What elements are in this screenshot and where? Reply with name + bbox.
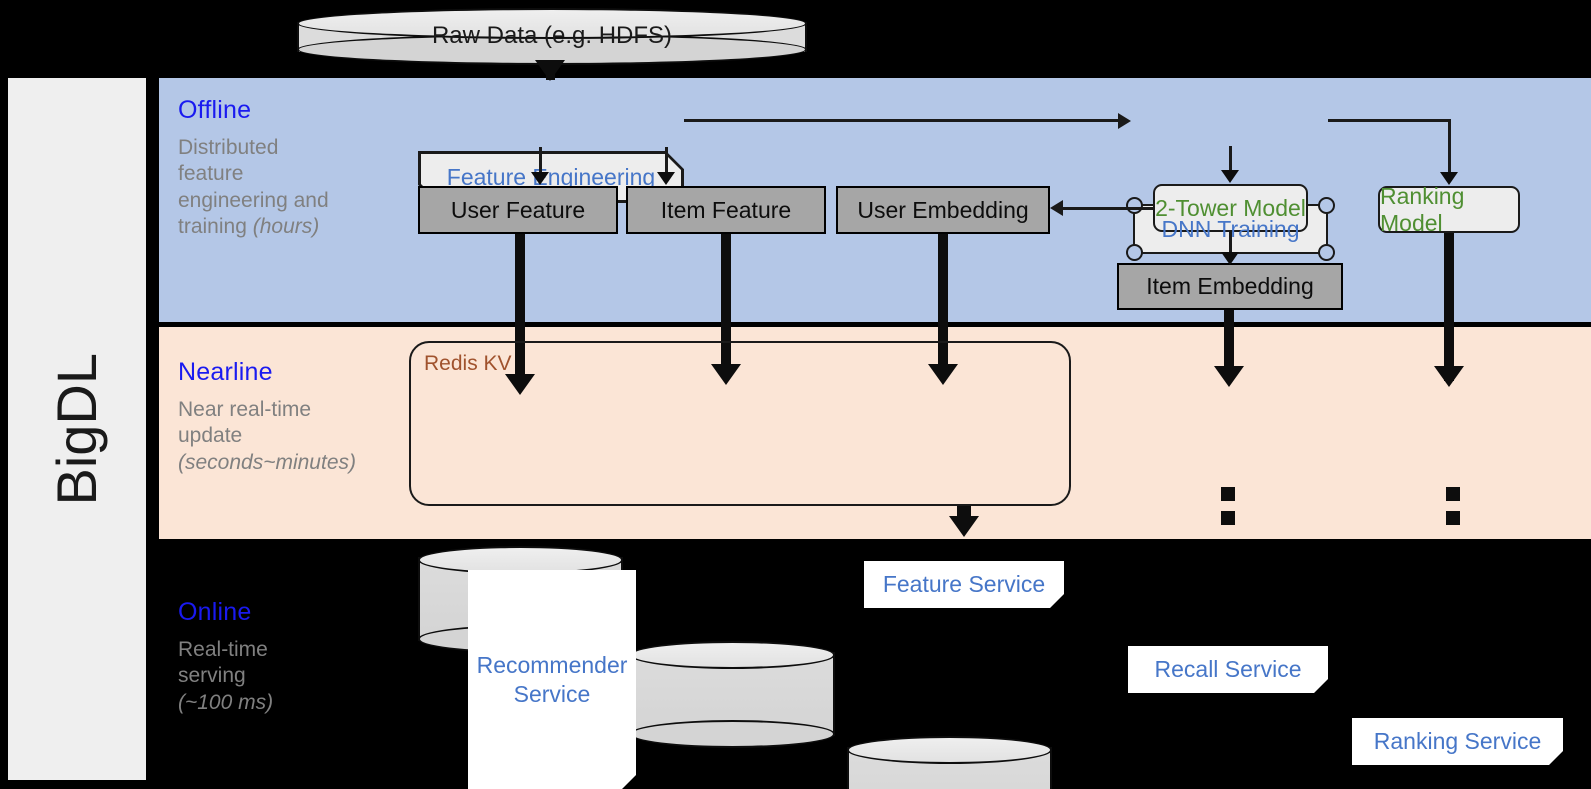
ranking-service-label: Ranking Service: [1373, 728, 1542, 755]
connector-dnn-to-ranking-h: [1328, 119, 1451, 122]
arrowhead-ranking-model-to-models: [1434, 366, 1464, 387]
cylinder-top: [297, 8, 807, 39]
online-desc-emphasis: (~100 ms): [178, 690, 274, 714]
nearline-stage-title: Nearline: [178, 358, 273, 386]
pipe-item-embedding-to-vector-index: [1224, 310, 1234, 380]
feature-engineering-label: Feature Engineering: [446, 163, 656, 190]
item-embedding-box[interactable]: Item Embedding: [1117, 263, 1343, 310]
arrowhead-dnn-to-ranking: [1440, 172, 1458, 185]
corner-notch-icon: [1318, 244, 1335, 261]
arrowhead-dnn-to-two-tower: [1221, 170, 1239, 183]
dnn-training-box[interactable]: DNN Training: [1126, 197, 1335, 261]
user-embedding-store-cylinder[interactable]: [847, 736, 1052, 789]
bigdl-label: BigDL: [45, 352, 108, 506]
nearline-desc-emphasis: (seconds~minutes): [178, 450, 356, 474]
user-embedding-box[interactable]: User Embedding: [836, 186, 1050, 234]
item-feature-label: Item Feature: [660, 196, 792, 223]
offline-stage-description: Distributed feature engineering and trai…: [178, 135, 408, 241]
cylinder-top: [630, 641, 835, 669]
cylinder-bottom: [630, 720, 835, 748]
nearline-desc-line-2: update: [178, 424, 243, 448]
arrowhead-fe-to-dnn: [1118, 113, 1131, 129]
dash-models-1: [1446, 487, 1460, 501]
feature-service-label: Feature Service: [882, 571, 1046, 598]
online-desc-line-1: Real-time: [178, 638, 268, 661]
offline-desc-line-3: engineering and: [178, 188, 329, 212]
dash-models-2: [1446, 511, 1460, 525]
item-feature-box[interactable]: Item Feature: [626, 186, 826, 234]
item-embedding-label: Item Embedding: [1146, 273, 1314, 299]
recommender-service-line-2: Service: [513, 680, 591, 707]
nearline-stage-description: Near real-time update (seconds~minutes): [178, 397, 408, 476]
dash-vector-index-2: [1221, 511, 1235, 525]
user-embedding-label: User Embedding: [857, 196, 1029, 223]
arrowhead-user-feature-to-store: [505, 374, 535, 395]
bigdl-framework-rail: BigDL: [8, 78, 146, 780]
corner-notch-icon: [1126, 244, 1143, 261]
offline-desc-emphasis: (hours): [252, 215, 320, 239]
online-stage-text: Online Real-time serving (~100 ms): [178, 598, 408, 716]
user-feature-label: User Feature: [450, 196, 586, 223]
connector-two-tower-to-item-embedding: [1229, 232, 1232, 258]
arrowhead-redis-to-feature-service: [949, 516, 979, 537]
pipe-user-feature-to-store: [515, 234, 525, 388]
arrowhead-fe-to-item-feature: [657, 172, 675, 185]
online-stage-title: Online: [178, 598, 252, 626]
connector-dnn-to-two-tower: [1229, 146, 1232, 174]
arrowhead-two-tower-to-user-embedding: [1050, 200, 1063, 216]
arrowhead-rawdata-to-fe: [535, 60, 565, 81]
pipe-user-embedding-to-store: [938, 234, 948, 378]
ranking-model-box[interactable]: Ranking Model: [1378, 183, 1520, 236]
pipe-item-feature-to-store: [721, 234, 731, 378]
raw-data-label: Raw Data (e.g. HDFS): [431, 22, 673, 49]
arrowhead-fe-to-user-feature: [531, 172, 549, 185]
cylinder-top: [847, 736, 1052, 764]
recall-service-label: Recall Service: [1154, 656, 1302, 683]
arrowhead-item-feature-to-store: [711, 364, 741, 385]
connector-fe-to-item-feature: [665, 147, 668, 174]
connector-two-tower-to-user-embedding: [1063, 207, 1153, 210]
connector-fe-to-user-feature: [539, 147, 542, 174]
recommender-service-doc[interactable]: Recommender Service: [468, 570, 636, 789]
offline-desc-line-1: Distributed: [178, 136, 279, 159]
item-feature-store-cylinder[interactable]: [630, 641, 835, 748]
connector-fe-to-dnn: [684, 119, 1118, 122]
arrowhead-item-embedding-to-vector-index: [1214, 366, 1244, 387]
offline-desc-line-2: feature: [178, 162, 244, 186]
ranking-model-label: Ranking Model: [1380, 182, 1465, 236]
dash-vector-index-1: [1221, 487, 1235, 501]
pipe-ranking-model-to-models: [1444, 233, 1454, 381]
online-desc-line-2: serving: [178, 664, 246, 688]
user-feature-box[interactable]: User Feature: [418, 186, 618, 234]
offline-stage-title: Offline: [178, 96, 252, 124]
dnn-training-label: DNN Training: [1161, 215, 1300, 242]
arrowhead-user-embedding-to-store: [928, 364, 958, 385]
arrowhead-two-tower-to-item-embedding: [1221, 252, 1239, 265]
ranking-service-doc[interactable]: Ranking Service: [1352, 718, 1563, 765]
corner-notch-icon: [1126, 197, 1143, 214]
offline-stage-text: Offline Distributed feature engineering …: [178, 96, 408, 241]
recall-service-doc[interactable]: Recall Service: [1128, 646, 1328, 693]
cylinder-top: [418, 546, 623, 574]
raw-data-cylinder: Raw Data (e.g. HDFS): [297, 8, 807, 65]
nearline-stage-band: [159, 327, 1591, 539]
offline-desc-line-4: training: [178, 215, 253, 239]
redis-kv-label: Redis KV: [424, 352, 512, 375]
connector-dnn-to-ranking-v: [1448, 119, 1451, 175]
two-tower-model-label: 2-Tower Model: [1155, 194, 1306, 221]
feature-service-doc[interactable]: Feature Service: [864, 561, 1064, 608]
nearline-stage-text: Nearline Near real-time update (seconds~…: [178, 358, 408, 476]
online-stage-description: Real-time serving (~100 ms): [178, 637, 408, 716]
two-tower-model-box[interactable]: 2-Tower Model: [1153, 184, 1308, 232]
corner-notch-icon: [1318, 197, 1335, 214]
redis-kv-container: [409, 341, 1071, 506]
nearline-desc-line-1: Near real-time: [178, 398, 312, 421]
recommender-service-line-1: Recommender: [476, 652, 628, 679]
